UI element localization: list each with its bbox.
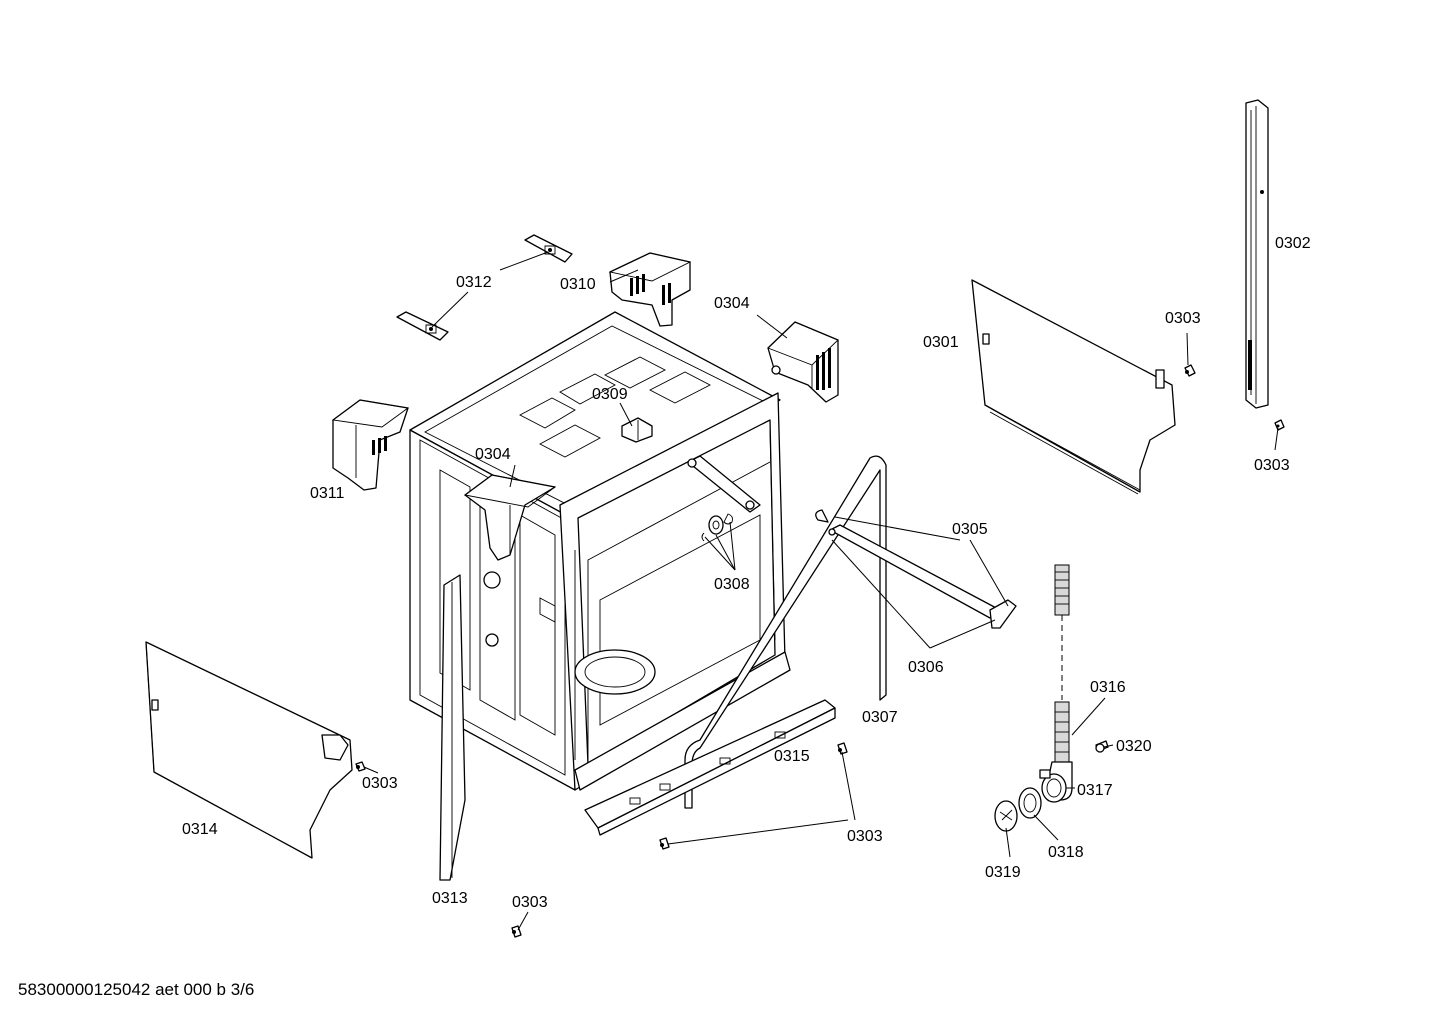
callout-0311: 0311: [310, 485, 345, 502]
part-0313-front-strip: [439, 574, 466, 881]
callout-0315: 0315: [774, 748, 810, 765]
callout-0301: 0301: [923, 334, 959, 351]
callout-0312: 0312: [456, 274, 492, 291]
leader-lines: [363, 251, 1279, 931]
callout-0316: 0316: [1090, 679, 1126, 696]
part-0305-rail: [815, 509, 1017, 629]
dishwasher-tub: [409, 311, 791, 791]
callout-0303-bottom-center: 0303: [847, 828, 883, 845]
part-0304-bracket-left: [463, 474, 557, 561]
part-0303-screws: [355, 364, 1285, 938]
callout-0313: 0313: [432, 890, 468, 907]
callout-0302: 0302: [1275, 235, 1311, 252]
callout-0319: 0319: [985, 864, 1021, 881]
part-0315-bottom-strip: [584, 699, 836, 836]
part-0318-ring: [1018, 787, 1042, 819]
callout-0304-right: 0304: [714, 295, 750, 312]
callout-0310: 0310: [560, 276, 596, 293]
callout-0303-bottom: 0303: [512, 894, 548, 911]
callout-0317: 0317: [1077, 782, 1113, 799]
callout-0320: 0320: [1116, 738, 1152, 755]
callout-0303-far-right: 0303: [1254, 457, 1290, 474]
part-0301-side-panel: [971, 279, 1176, 495]
part-0311-corner-block: [331, 399, 410, 491]
callout-0305: 0305: [952, 521, 988, 538]
callout-0308: 0308: [714, 576, 750, 593]
callout-0306: 0306: [908, 659, 944, 676]
callout-0303-upper-right: 0303: [1165, 310, 1201, 327]
part-0307-door-seal: [684, 455, 887, 809]
part-0310-corner-block: [608, 252, 692, 327]
part-0309-clip: [621, 417, 653, 443]
callout-0304-left: 0304: [475, 446, 511, 463]
callout-0318: 0318: [1048, 844, 1084, 861]
part-0302-side-strip: [1245, 99, 1269, 409]
part-0317-drain-elbow: [1039, 761, 1073, 803]
callout-0314: 0314: [182, 821, 218, 838]
callout-labels: 0312 0310 0304 0309 0304 0311 0301 0303 …: [182, 235, 1311, 911]
part-0304-bracket-right: [767, 321, 839, 403]
part-0319-cap: [994, 800, 1018, 832]
part-0312-clips: [396, 234, 573, 341]
part-0320-screw: [1095, 740, 1109, 753]
part-0316-drain-hose: [1054, 564, 1070, 763]
part-0314-side-panel: [145, 641, 353, 859]
callout-0303-left: 0303: [362, 775, 398, 792]
part-0308-small-parts: [701, 513, 733, 542]
drawing-reference-code: 58300000125042 aet 000 b 3/6: [18, 980, 255, 999]
callout-0307: 0307: [862, 709, 898, 726]
callout-0309: 0309: [592, 386, 628, 403]
